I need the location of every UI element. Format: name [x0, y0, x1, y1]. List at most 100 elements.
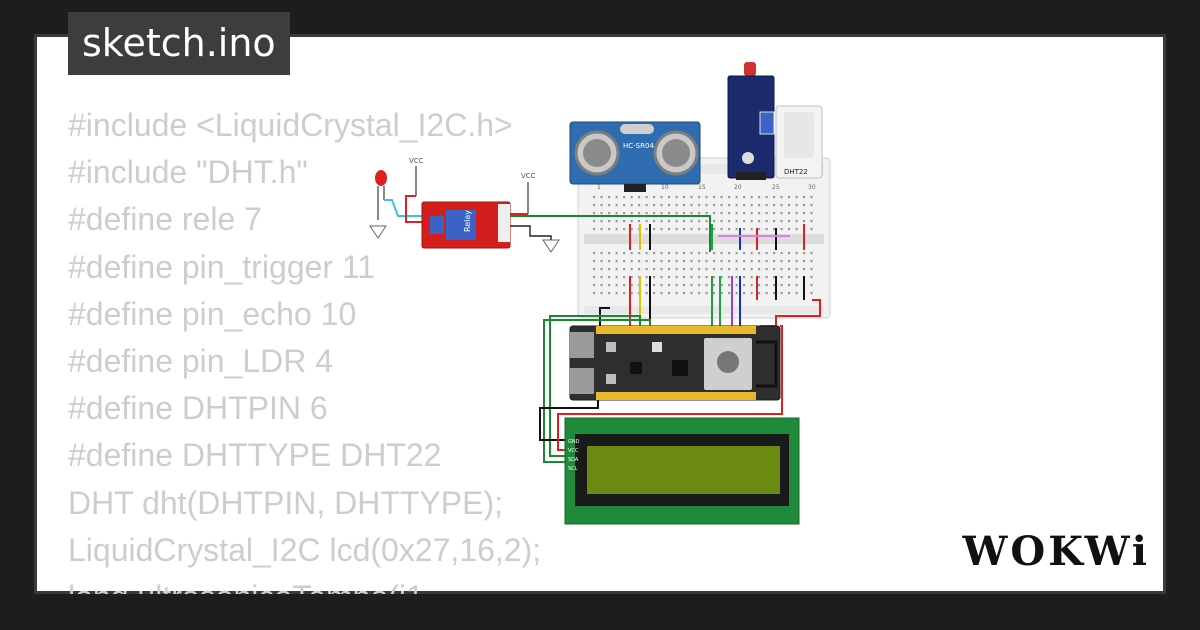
breadboard-hole	[630, 284, 633, 287]
breadboard-hole	[773, 220, 776, 223]
breadboard-hole	[705, 204, 708, 207]
breadboard-hole	[623, 204, 626, 207]
breadboard-hole	[675, 204, 678, 207]
esp32-board[interactable]	[569, 325, 781, 401]
breadboard-hole	[600, 276, 603, 279]
breadboard-hole	[608, 268, 611, 271]
code-line: #define rele 7	[68, 201, 262, 238]
breadboard-hole	[615, 228, 618, 231]
breadboard-hole	[780, 212, 783, 215]
breadboard-hole	[623, 212, 626, 215]
breadboard-number: 15	[698, 184, 706, 191]
file-tab[interactable]: sketch.ino	[68, 12, 290, 75]
breadboard-hole	[758, 220, 761, 223]
breadboard-hole	[668, 228, 671, 231]
ground-icon	[542, 239, 560, 253]
breadboard-hole	[743, 196, 746, 199]
breadboard-hole	[638, 268, 641, 271]
breadboard-hole	[683, 268, 686, 271]
relay-label: Relay	[463, 210, 472, 232]
breadboard-hole	[735, 292, 738, 295]
breadboard-hole	[773, 204, 776, 207]
breadboard-hole	[698, 220, 701, 223]
breadboard-hole	[623, 252, 626, 255]
breadboard-hole	[683, 220, 686, 223]
code-line: LiquidCrystal_I2C lcd(0x27,16,2);	[68, 531, 542, 568]
breadboard-hole	[660, 252, 663, 255]
breadboard-number: 30	[808, 184, 816, 191]
breadboard-hole	[623, 260, 626, 263]
breadboard-hole	[728, 260, 731, 263]
breadboard-hole	[645, 260, 648, 263]
breadboard-hole	[660, 204, 663, 207]
breadboard-hole	[713, 204, 716, 207]
breadboard-hole	[675, 252, 678, 255]
breadboard-hole	[660, 220, 663, 223]
breadboard-hole	[728, 252, 731, 255]
breadboard-hole	[600, 228, 603, 231]
code-line: #define DHTTYPE DHT22	[68, 437, 442, 474]
breadboard-hole	[683, 292, 686, 295]
breadboard-hole	[668, 252, 671, 255]
breadboard-hole	[645, 212, 648, 215]
breadboard-hole	[735, 268, 738, 271]
breadboard-hole	[593, 284, 596, 287]
breadboard-hole	[600, 252, 603, 255]
led-icon	[375, 170, 387, 186]
breadboard-hole	[615, 212, 618, 215]
breadboard-hole	[728, 212, 731, 215]
breadboard-hole	[728, 228, 731, 231]
breadboard-hole	[780, 276, 783, 279]
breadboard-hole	[653, 212, 656, 215]
breadboard-hole	[653, 204, 656, 207]
breadboard-hole	[698, 268, 701, 271]
breadboard-hole	[608, 276, 611, 279]
breadboard-hole	[690, 284, 693, 287]
breadboard-hole	[788, 196, 791, 199]
breadboard-hole	[668, 220, 671, 223]
breadboard-hole	[675, 292, 678, 295]
breadboard-hole	[698, 196, 701, 199]
breadboard-hole	[705, 220, 708, 223]
dht22-sensor[interactable]: DHT22	[775, 105, 823, 179]
breadboard-hole	[615, 196, 618, 199]
code-line: #include <LiquidCrystal_I2C.h>	[68, 107, 513, 143]
breadboard-hole	[690, 260, 693, 263]
breadboard-hole	[683, 252, 686, 255]
lcd-pin-label: SDA	[568, 457, 579, 463]
breadboard-hole	[705, 276, 708, 279]
breadboard-hole	[780, 204, 783, 207]
breadboard-hole	[623, 228, 626, 231]
breadboard-hole	[810, 260, 813, 263]
breadboard-hole	[690, 268, 693, 271]
breadboard-hole	[623, 196, 626, 199]
breadboard-hole	[713, 220, 716, 223]
lcd-display[interactable]: GND VCC SDA SCL	[564, 417, 800, 525]
breadboard-hole	[795, 292, 798, 295]
breadboard-hole	[750, 284, 753, 287]
breadboard-hole	[645, 228, 648, 231]
breadboard-hole	[608, 204, 611, 207]
breadboard-hole	[758, 212, 761, 215]
ultrasonic-sensor[interactable]: HC-SR04	[569, 121, 701, 192]
breadboard-hole	[780, 196, 783, 199]
breadboard-hole	[668, 268, 671, 271]
code-line: #define DHTPIN 6	[68, 390, 328, 427]
breadboard-hole	[653, 284, 656, 287]
breadboard-hole	[765, 260, 768, 263]
breadboard-hole	[675, 220, 678, 223]
esp32-wires	[539, 307, 783, 463]
breadboard-hole	[773, 228, 776, 231]
ldr-module[interactable]	[727, 62, 775, 180]
breadboard-hole	[683, 284, 686, 287]
breadboard-hole	[675, 284, 678, 287]
breadboard-hole	[765, 268, 768, 271]
breadboard-hole	[623, 276, 626, 279]
breadboard-hole	[758, 204, 761, 207]
breadboard-hole	[810, 212, 813, 215]
breadboard-hole	[810, 220, 813, 223]
breadboard-hole	[668, 292, 671, 295]
breadboard-hole	[773, 284, 776, 287]
breadboard-hole	[713, 260, 716, 263]
breadboard-hole	[675, 212, 678, 215]
